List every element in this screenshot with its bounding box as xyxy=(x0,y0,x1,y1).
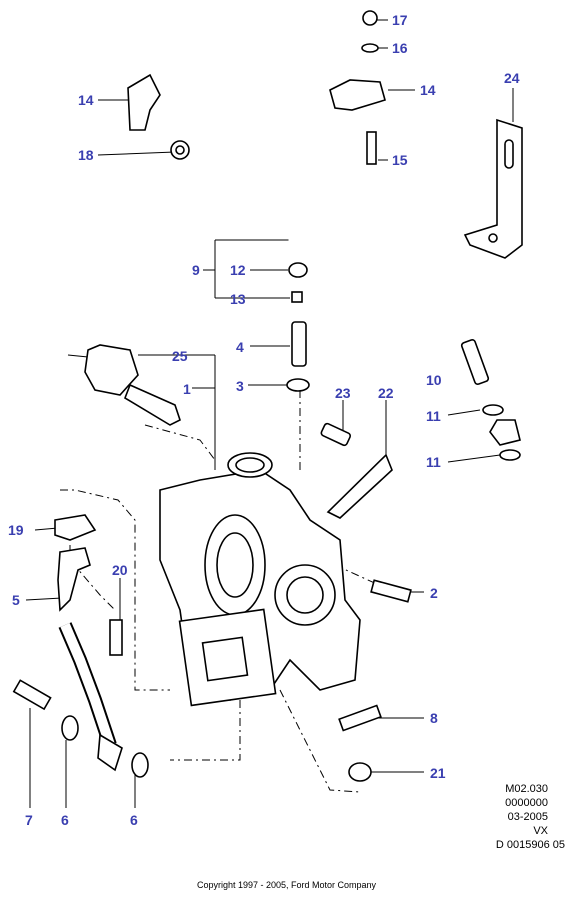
callout-22[interactable]: 22 xyxy=(378,385,394,401)
callout-11[interactable]: 11 xyxy=(426,408,441,424)
callout-25[interactable]: 25 xyxy=(172,348,188,364)
callout-6[interactable]: 6 xyxy=(61,812,69,828)
callout-5[interactable]: 5 xyxy=(12,592,20,608)
callout-21[interactable]: 21 xyxy=(430,765,446,781)
copyright-text: Copyright 1997 - 2005, Ford Motor Compan… xyxy=(196,880,377,890)
callout-4[interactable]: 4 xyxy=(236,339,244,355)
union-fittings xyxy=(286,262,310,392)
reference-number: 0000000 xyxy=(505,797,548,809)
bolts-and-washers xyxy=(12,338,521,782)
turbocharger-body xyxy=(159,452,361,707)
callout-15[interactable]: 15 xyxy=(392,152,408,168)
callout-19[interactable]: 19 xyxy=(8,522,24,538)
wastegate-actuator xyxy=(67,344,181,426)
callout-24[interactable]: 24 xyxy=(504,70,520,86)
reference-document-id: D 0015906 05 xyxy=(495,839,565,851)
oil-feed-pipe xyxy=(195,114,549,434)
reference-block: M02.030 0000000 03-2005 VX xyxy=(470,782,548,838)
callout-12[interactable]: 12 xyxy=(230,262,246,278)
callout-6[interactable]: 6 xyxy=(130,812,138,828)
callout-16[interactable]: 16 xyxy=(392,40,408,56)
callout-13[interactable]: 13 xyxy=(230,291,246,307)
callout-10[interactable]: 10 xyxy=(426,372,442,388)
callout-8[interactable]: 8 xyxy=(430,710,438,726)
callout-20[interactable]: 20 xyxy=(112,562,128,578)
oil-return-line xyxy=(54,514,123,772)
bracket-24 xyxy=(463,118,523,259)
reference-code: M02.030 xyxy=(505,783,548,795)
callout-14[interactable]: 14 xyxy=(420,82,436,98)
callout-9[interactable]: 9 xyxy=(192,262,200,278)
reference-vehicle: VX xyxy=(533,825,548,837)
alignment-dashes xyxy=(60,390,391,793)
callout-18[interactable]: 18 xyxy=(78,147,94,163)
callout-3[interactable]: 3 xyxy=(236,378,244,394)
clips-and-fasteners xyxy=(127,10,386,165)
callout-17[interactable]: 17 xyxy=(392,12,408,28)
reference-date: 03-2005 xyxy=(507,811,548,823)
callout-14[interactable]: 14 xyxy=(78,92,94,108)
leader-lines xyxy=(25,19,514,808)
callout-23[interactable]: 23 xyxy=(335,385,351,401)
callout-1[interactable]: 1 xyxy=(183,381,191,397)
callout-7[interactable]: 7 xyxy=(25,812,33,828)
callout-11[interactable]: 11 xyxy=(426,454,441,470)
callout-2[interactable]: 2 xyxy=(430,585,438,601)
